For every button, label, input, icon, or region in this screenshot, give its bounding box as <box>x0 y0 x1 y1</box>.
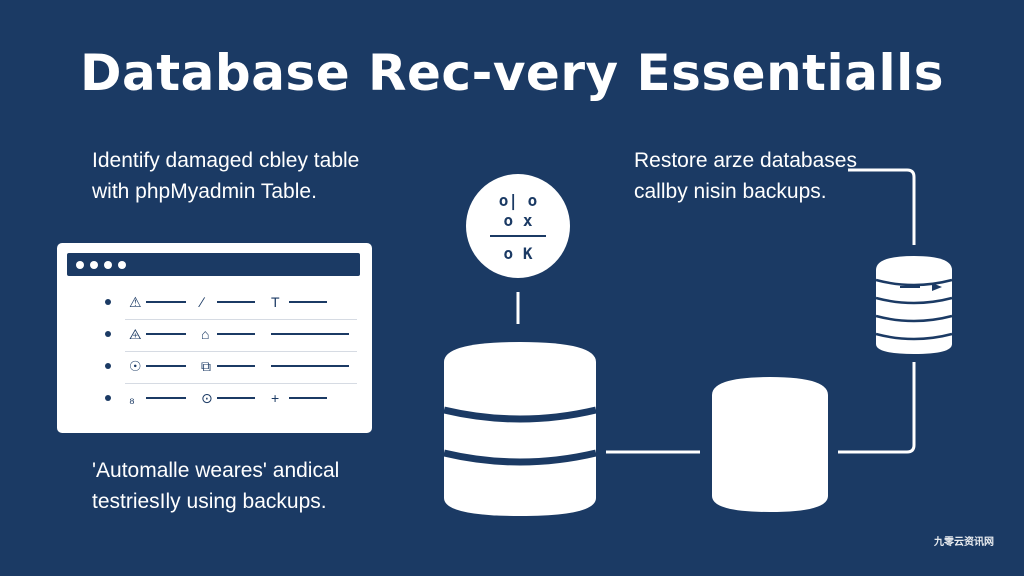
copy-icon: ⧉ <box>201 358 211 374</box>
bullet-icon <box>105 363 111 369</box>
cell-placeholder <box>146 301 186 303</box>
window-dot-icon <box>104 261 112 269</box>
warning-icon: ⚠ <box>129 294 142 310</box>
table-row: ⚠ ∕ Τ <box>95 290 357 320</box>
refresh-icon: ☉ <box>129 358 142 374</box>
watermark-logo: 九零云资讯网 <box>934 537 994 548</box>
window-dot-icon <box>76 261 84 269</box>
row-divider <box>125 319 357 320</box>
home-icon: ⌂ <box>201 326 210 342</box>
window-dot-icon <box>118 261 126 269</box>
step-restore-caption: Restore arze databases callby nisin back… <box>634 145 857 207</box>
lock-icon: ₈ <box>129 390 135 406</box>
main-database-icon <box>443 342 597 516</box>
caption-line: testriesIly using backups. <box>92 490 327 513</box>
circle-line-1: o| o <box>499 191 538 211</box>
page-title: Database Rec-very Essentialls <box>80 44 944 102</box>
cell-placeholder <box>271 333 349 335</box>
caption-line: 'Automalle weares' andical <box>92 459 340 482</box>
backup-database-icon <box>712 377 828 512</box>
bullet-icon <box>105 299 111 305</box>
caption-line: Identify damaged cbley table <box>92 149 360 172</box>
caption-line: Restore arze databases <box>634 149 857 172</box>
cell-placeholder <box>146 365 186 367</box>
table-window-illustration: ⚠ ∕ Τ ⨹ ⌂ ☉ ⧉ ₈ ⊙ + <box>57 243 372 433</box>
bullet-icon <box>105 395 111 401</box>
window-dot-icon <box>90 261 98 269</box>
window-title-bar <box>67 253 360 276</box>
cell-placeholder <box>217 333 255 335</box>
slash-icon: ∕ <box>201 294 204 310</box>
caption-line: with phpMyadmin Table. <box>92 180 317 203</box>
table-row: ☉ ⧉ <box>95 354 357 384</box>
cell-placeholder <box>271 365 349 367</box>
status-circle-node <box>466 174 570 278</box>
text-icon: Τ <box>271 294 280 310</box>
cell-placeholder <box>146 333 186 335</box>
cell-placeholder <box>289 301 327 303</box>
bullet-icon <box>105 331 111 337</box>
row-divider <box>125 383 357 384</box>
connector-line <box>838 362 916 454</box>
caption-line: callby nisin backups. <box>634 180 827 203</box>
row-divider <box>125 351 357 352</box>
step-identify-caption: Identify damaged cbley table with phpMya… <box>92 145 359 207</box>
table-row: ₈ ⊙ + <box>95 386 345 410</box>
plus-icon: + <box>271 390 280 406</box>
cell-placeholder <box>217 397 255 399</box>
cell-placeholder <box>217 365 255 367</box>
cell-placeholder <box>289 397 327 399</box>
circle-line-2: o x <box>504 211 533 230</box>
cell-placeholder <box>217 301 255 303</box>
step-automate-caption: 'Automalle weares' andical testriesIly u… <box>92 455 339 517</box>
table-row: ⨹ ⌂ <box>95 322 357 352</box>
restore-database-icon <box>875 256 953 354</box>
target-icon: ⊙ <box>201 390 213 406</box>
connector-line <box>848 168 916 245</box>
circle-line-3: o K <box>504 244 533 263</box>
cell-placeholder <box>146 397 186 399</box>
table-icon: ⨹ <box>129 326 142 342</box>
